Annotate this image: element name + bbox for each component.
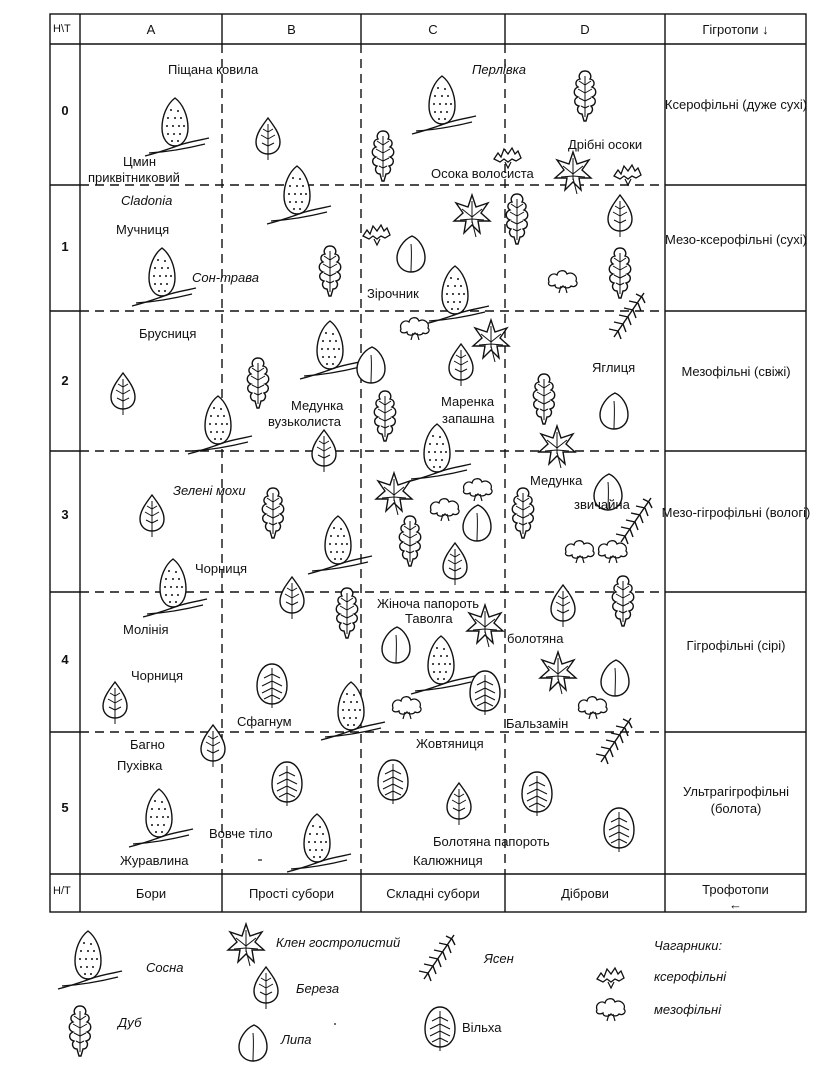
plant-label: приквітниковий <box>88 170 180 185</box>
legend-label-linden: Липа <box>281 1032 312 1047</box>
plant-label: запашна <box>442 411 495 426</box>
hygrotope-mesophilic: Мезофільні (свіжі) <box>681 364 791 379</box>
hygrotope-ultrahygrophilic: Ультрагігрофільні (болота) <box>683 784 789 816</box>
plant-label: Жіноча папороть <box>377 596 480 611</box>
legend-label-shrubs: Чагарники: <box>654 938 723 953</box>
plant-label: Дрібні осоки <box>568 137 643 152</box>
row-label-4: 4 <box>61 652 69 667</box>
trophotopes-header: Трофотопи <box>702 882 769 897</box>
plant-label: вузьколиста <box>268 414 342 429</box>
plant-label: Брусниця <box>139 326 197 341</box>
row-label-5: 5 <box>61 800 69 815</box>
plant-label: Пухівка <box>117 758 163 773</box>
column-header-a: A <box>146 22 156 37</box>
row-label-3: 3 <box>61 507 69 522</box>
legend-label-ash: Ясен <box>484 951 514 966</box>
row-label-0: 0 <box>61 103 69 118</box>
plant-label: Таволга <box>405 611 453 626</box>
plant-label: Журавлина <box>120 853 189 868</box>
trophotope-c: Складні субори <box>386 886 480 901</box>
plant-label: Молінія <box>123 622 169 637</box>
plant-label: Жовтяниця <box>416 736 484 751</box>
plant-label: Медунка <box>530 473 583 488</box>
plant-label: Зірочник <box>367 286 419 301</box>
corner-bottom-label: Н/Т <box>53 885 71 897</box>
trophotope-d: Діброви <box>561 886 609 901</box>
legend-label-maple: Клен гостролистий <box>276 935 401 950</box>
legend-label-alder: Вільха <box>462 1020 502 1035</box>
hygrotope-xerophilic: Ксерофільні (дуже сухі) <box>664 97 808 112</box>
hygrotope-meso-xerophilic: Мезо-ксерофільні (сухі) <box>665 232 807 247</box>
column-header-b: B <box>287 22 296 37</box>
corner-top-label: Н\Т <box>53 23 71 35</box>
plant-label: Cladonia <box>121 193 173 208</box>
hygrotope-meso-hygrophilic: Мезо-гігрофільні (вологі) <box>661 505 811 520</box>
legend-label-birch: Береза <box>296 981 340 996</box>
plant-label: Сфагнум <box>237 714 292 729</box>
trophotope-a: Бори <box>135 886 167 901</box>
legend-label-oak: Дуб <box>118 1015 142 1030</box>
legend-label-pine: Сосна <box>146 960 184 975</box>
trophotopes-arrow: ← <box>729 897 742 912</box>
plant-label: Чорниця <box>195 561 248 576</box>
plant-label: Вовче тіло <box>209 826 273 841</box>
plant-label: Чорниця <box>131 668 184 683</box>
plant-label: звичайна <box>574 497 630 512</box>
plant-label: Медунка <box>291 398 344 413</box>
table-frame <box>49 13 807 913</box>
hygrotopes-header: Гігротопи ↓ <box>702 22 769 37</box>
plant-label: Яглиця <box>592 360 636 375</box>
plant-label: Зелені мохи <box>173 483 246 498</box>
plant-label: Сон-трава <box>192 270 259 285</box>
plant-label: Осока волосиста <box>431 166 534 181</box>
trophotope-b: Прості субори <box>248 886 335 901</box>
legend-label-xerophytic: ксерофільні <box>654 969 727 984</box>
plant-label: Маренка <box>441 394 495 409</box>
row-label-2: 2 <box>61 373 69 388</box>
plant-label: Бальзамін <box>506 716 569 731</box>
plant-label: Калюжниця <box>413 853 483 868</box>
plant-label: Болотяна папороть <box>433 834 550 849</box>
plant-label: болотяна <box>507 631 564 646</box>
plant-label: Багно <box>130 737 165 752</box>
legend-label-mesophytic: мезофільні <box>654 1002 722 1017</box>
column-header-d: D <box>580 22 590 37</box>
plant-label: Перлівка <box>472 62 526 77</box>
plant-label: Піщана ковила <box>168 62 259 77</box>
hygrotope-hygrophilic: Гігрофільні (сірі) <box>686 638 786 653</box>
plant-label: Цмин <box>123 154 156 169</box>
column-header-c: C <box>428 22 438 37</box>
plant-label: Мучниця <box>116 222 170 237</box>
row-label-1: 1 <box>61 239 69 254</box>
